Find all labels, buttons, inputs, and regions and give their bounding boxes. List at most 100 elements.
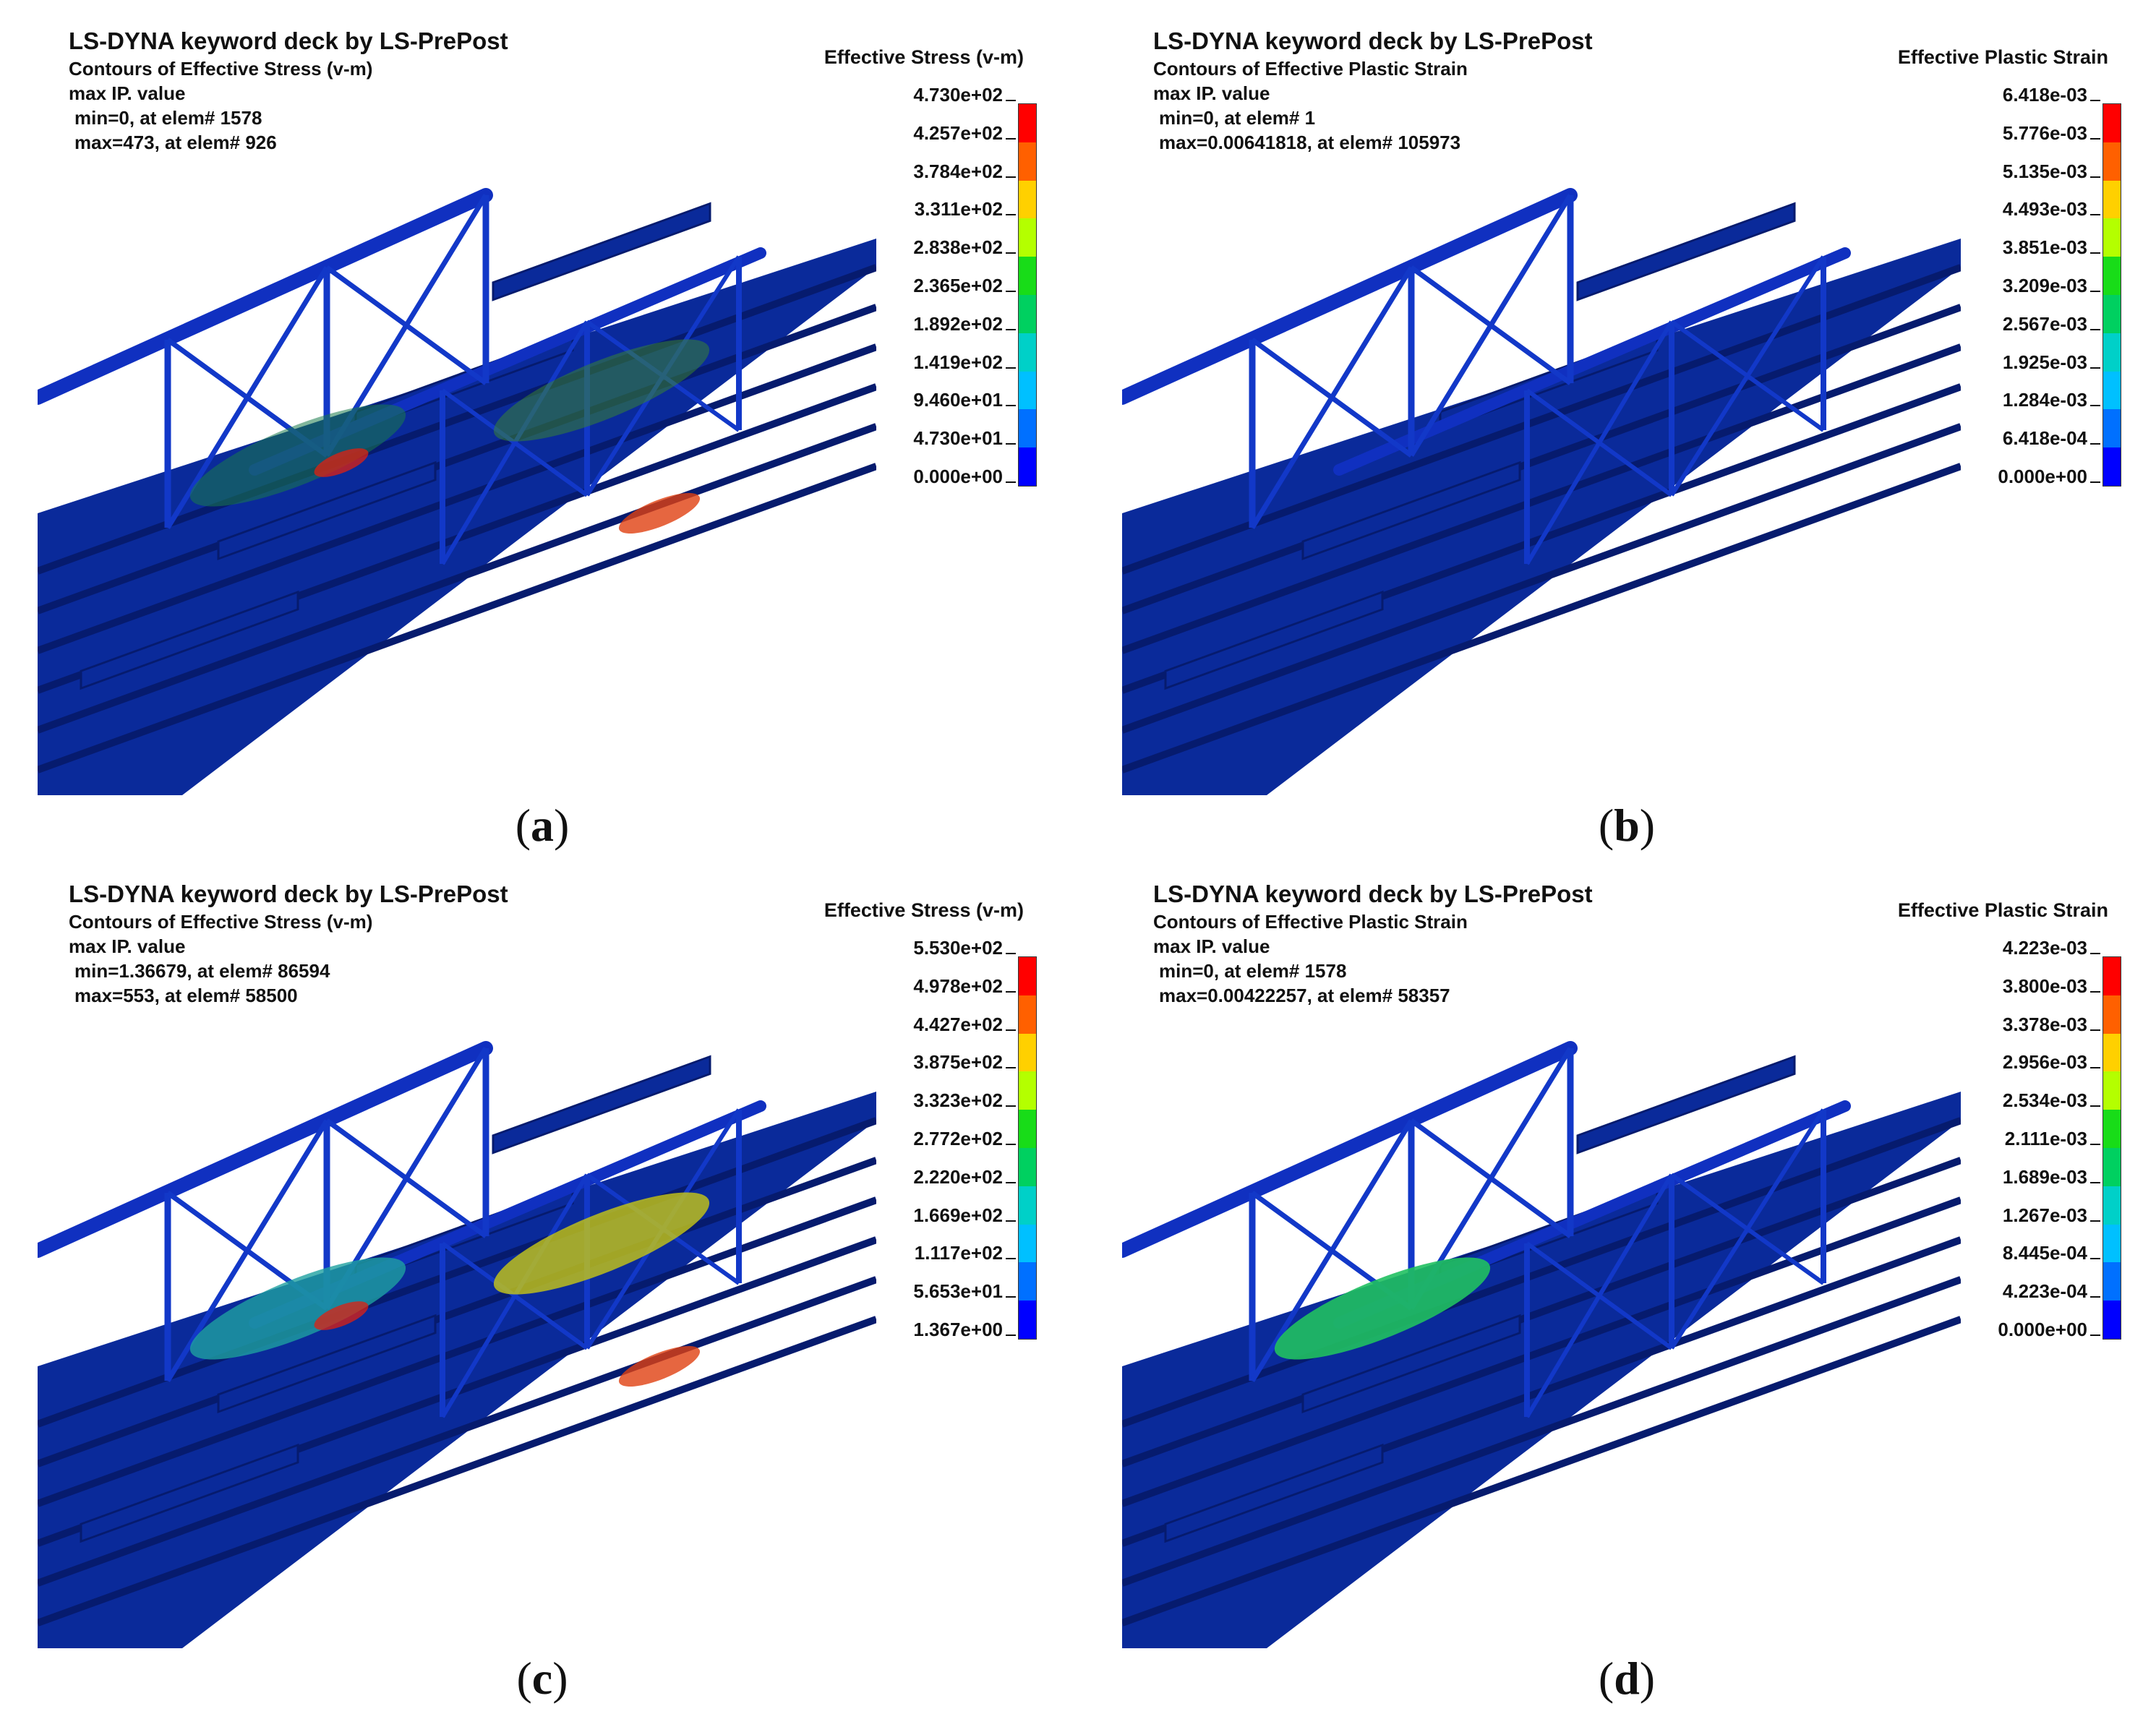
legend-tick-label: 8.445e-04 bbox=[2003, 1242, 2100, 1264]
color-bar-segment bbox=[1019, 294, 1036, 333]
legend-tick-label: 3.323e+02 bbox=[913, 1089, 1016, 1112]
value-mode: max IP. value bbox=[1153, 935, 1270, 957]
deck-rib bbox=[38, 463, 876, 774]
fe-model-view bbox=[38, 188, 876, 795]
legend-tick-label: 3.875e+02 bbox=[913, 1051, 1016, 1074]
fe-model-view bbox=[38, 1041, 876, 1648]
color-bar-segment bbox=[1019, 180, 1036, 219]
stress-hotspot bbox=[493, 339, 710, 442]
panel-d: LS-DYNA keyword deck by LS-PrePost Conto… bbox=[1085, 853, 2156, 1706]
deck-rib bbox=[1122, 423, 1961, 734]
color-bar-segment bbox=[1019, 1301, 1036, 1339]
deck-rib bbox=[38, 423, 876, 734]
truss-top-chord bbox=[38, 188, 493, 405]
legend-tick-label: 0.000e+00 bbox=[1998, 1319, 2100, 1341]
legend-tick-label: 4.223e-03 bbox=[2003, 937, 2100, 959]
cross-beam bbox=[492, 202, 711, 301]
truss-diagonal bbox=[1409, 194, 1573, 457]
color-bar-segment bbox=[2103, 1301, 2121, 1339]
cross-beam bbox=[1301, 1314, 1521, 1414]
legend-tick-label: 2.534e-03 bbox=[2003, 1089, 2100, 1112]
cross-beam bbox=[1164, 1443, 1384, 1543]
legend-tick-label: 5.135e-03 bbox=[2003, 160, 2100, 183]
deck-title: LS-DYNA keyword deck by LS-PrePost bbox=[69, 27, 508, 54]
cross-beam bbox=[80, 590, 299, 690]
truss-diagonal bbox=[166, 1119, 329, 1382]
color-bar-segment bbox=[2103, 218, 2121, 257]
legend-tick-label: 5.776e-03 bbox=[2003, 122, 2100, 145]
caption-open: ( bbox=[516, 1653, 532, 1704]
legend-tick-label: 3.378e-03 bbox=[2003, 1014, 2100, 1036]
deck-plate bbox=[38, 239, 876, 795]
legend-tick-label: 4.978e+02 bbox=[913, 975, 1016, 998]
color-bar-segment bbox=[2103, 142, 2121, 181]
truss-diagonal bbox=[1525, 320, 1674, 565]
legend-tick-label: 9.460e+01 bbox=[913, 389, 1016, 411]
stress-hotspot bbox=[189, 1257, 406, 1360]
deck-rib bbox=[1122, 1316, 1961, 1627]
truss-top-chord bbox=[38, 1041, 493, 1258]
deck-rib bbox=[1122, 463, 1961, 774]
truss-diagonal bbox=[1669, 255, 1826, 497]
color-bar-segment bbox=[1019, 995, 1036, 1034]
stress-peak bbox=[314, 1301, 369, 1330]
deck-plate bbox=[1122, 239, 1961, 795]
legend-tick-label: 3.800e-03 bbox=[2003, 975, 2100, 998]
caption-letter: c bbox=[531, 1653, 553, 1704]
panel-a: LS-DYNA keyword deck by LS-PrePost Conto… bbox=[0, 0, 1085, 853]
panel-b: LS-DYNA keyword deck by LS-PrePost Conto… bbox=[1085, 0, 2156, 853]
cross-beam bbox=[1301, 460, 1521, 561]
min-value: min=0, at elem# 1 bbox=[1159, 107, 1316, 129]
fe-model-view bbox=[1122, 188, 1961, 795]
legend-tick-label: 1.117e+02 bbox=[915, 1242, 1016, 1264]
legend-tick-label: 6.418e-04 bbox=[2003, 427, 2100, 450]
color-bar-segment bbox=[1019, 1147, 1036, 1186]
deck-title: LS-DYNA keyword deck by LS-PrePost bbox=[69, 881, 508, 907]
contour-subtitle: Contours of Effective Plastic Strain bbox=[1153, 58, 1468, 80]
panel-caption: (a) bbox=[0, 799, 1085, 852]
truss-diagonal bbox=[1250, 1119, 1413, 1382]
deck-rib bbox=[38, 1316, 876, 1627]
color-bar-segment bbox=[1019, 142, 1036, 181]
legend-tick-label: 1.925e-03 bbox=[2003, 351, 2100, 374]
min-value: min=0, at elem# 1578 bbox=[1159, 960, 1347, 982]
legend-tick-label: 1.669e+02 bbox=[913, 1204, 1016, 1227]
deck-plate bbox=[38, 1092, 876, 1648]
legend-tick-label: 0.000e+00 bbox=[1998, 466, 2100, 488]
color-bar-segment bbox=[2103, 1262, 2121, 1301]
panel-caption: (b) bbox=[1085, 799, 2156, 852]
legend-title: Effective Plastic Strain bbox=[1897, 46, 2108, 68]
color-bar-segment bbox=[1019, 447, 1036, 486]
legend-tick-label: 2.772e+02 bbox=[913, 1128, 1016, 1150]
truss-diagonal bbox=[1525, 1173, 1674, 1418]
color-bar-segment bbox=[2103, 995, 2121, 1034]
legend-tick-label: 4.730e+02 bbox=[913, 84, 1016, 106]
color-bar-segment bbox=[1019, 1186, 1036, 1225]
truss-diagonal bbox=[440, 320, 589, 565]
max-value: max=0.00641818, at elem# 105973 bbox=[1159, 132, 1461, 153]
color-bar-segment bbox=[1019, 1110, 1036, 1148]
truss-top-chord bbox=[1122, 1041, 1578, 1258]
deck-title: LS-DYNA keyword deck by LS-PrePost bbox=[1153, 27, 1593, 54]
legend-tick-label: 1.419e+02 bbox=[913, 351, 1016, 374]
color-bar-segment bbox=[2103, 409, 2121, 448]
legend-tick-label: 4.223e-04 bbox=[2003, 1280, 2100, 1303]
legend-tick-label: 1.267e-03 bbox=[2003, 1204, 2100, 1227]
caption-letter: d bbox=[1614, 1653, 1640, 1704]
color-bar-segment bbox=[2103, 180, 2121, 219]
legend-tick-label: 2.220e+02 bbox=[913, 1166, 1016, 1188]
cross-beam bbox=[217, 1314, 437, 1414]
value-mode: max IP. value bbox=[69, 935, 186, 957]
color-bar bbox=[1018, 956, 1037, 1340]
truss-diagonal bbox=[1669, 1108, 1826, 1350]
caption-open: ( bbox=[1598, 1653, 1614, 1704]
color-bar-segment bbox=[1019, 257, 1036, 295]
caption-close: ) bbox=[554, 800, 570, 851]
color-bar-segment bbox=[2103, 1186, 2121, 1225]
color-bar-segment bbox=[2103, 371, 2121, 410]
panel-c: LS-DYNA keyword deck by LS-PrePost Conto… bbox=[0, 853, 1085, 1706]
legend-tick-label: 3.311e+02 bbox=[915, 198, 1016, 220]
max-value: max=0.00422257, at elem# 58357 bbox=[1159, 985, 1450, 1006]
color-bar-segment bbox=[2103, 294, 2121, 333]
color-bar-segment bbox=[1019, 371, 1036, 410]
